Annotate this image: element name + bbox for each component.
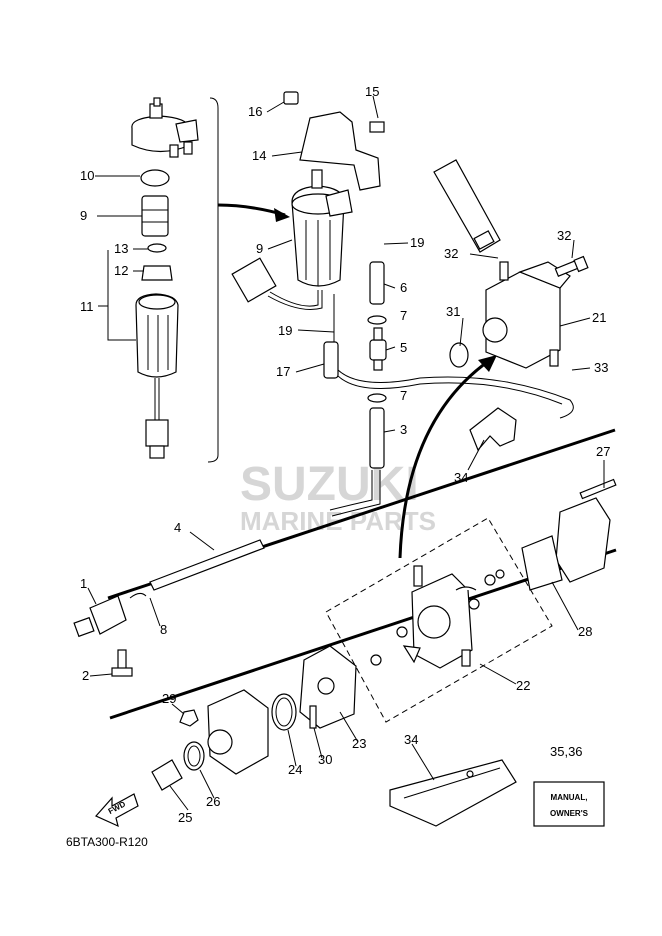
fuel-filter-assembly — [131, 97, 199, 459]
manual-label-line2: OWNER'S — [550, 809, 589, 818]
arrow-head — [274, 208, 290, 222]
callout-21: 22 — [516, 678, 530, 693]
callout-33: 34 — [454, 470, 468, 485]
callout-25: 26 — [206, 794, 220, 809]
callout-8: 8 — [160, 622, 167, 637]
callout-7-upper: 7 — [400, 308, 407, 323]
callout-9: 9 — [256, 241, 263, 256]
callout-2: 2 — [82, 668, 89, 683]
callout-26: 27 — [596, 444, 610, 459]
callout-4: 4 — [174, 520, 181, 535]
mechanical-fuel-pump — [151, 478, 617, 791]
callout-14: 13 — [114, 241, 128, 256]
callout-17: 16 — [248, 104, 262, 119]
callouts: 10 9 13 12 11 16 15 14 9 19 6 7 5 7 3 19… — [80, 84, 610, 825]
callout-11: 10 — [80, 168, 94, 183]
main-fuel-filter — [231, 91, 385, 345]
callout-23: 24 — [288, 762, 302, 777]
callout-20: 21 — [592, 310, 606, 325]
diagram-reference-code: 6BTA300-R120 — [66, 835, 148, 849]
callout-30: 31 — [446, 304, 460, 319]
callout-29: 30 — [318, 752, 332, 767]
callout-16: 15 — [365, 84, 379, 99]
group-bracket — [207, 97, 219, 463]
callout-5: 5 — [400, 340, 407, 355]
callout-12: 11 — [80, 299, 94, 314]
callout-6: 6 — [400, 280, 407, 295]
callout-10: 9 — [80, 208, 87, 223]
watermark-brand: SUZUKI — [240, 458, 419, 511]
callout-34: 34 — [404, 732, 418, 747]
leader-lines — [87, 95, 605, 811]
callout-28: 29 — [162, 691, 176, 706]
callout-19-lower: 19 — [278, 323, 292, 338]
callout-22: 23 — [352, 736, 366, 751]
callout-19-upper: 19 — [410, 235, 424, 250]
callout-15: 14 — [252, 148, 266, 163]
callout-7-lower: 7 — [400, 388, 407, 403]
callout-27: 28 — [578, 624, 592, 639]
callout-32-upper: 32 — [444, 246, 458, 261]
parts-bag — [389, 759, 517, 827]
lower-fuel-line — [73, 539, 265, 677]
forward-direction-indicator: FWD — [95, 793, 139, 828]
callout-35-36: 35,36 — [550, 744, 583, 759]
callout-18: 17 — [276, 364, 290, 379]
pump-arrow-head — [478, 355, 497, 372]
callout-32-lower: 33 — [594, 360, 608, 375]
callout-31: 32 — [557, 228, 571, 243]
pump-assembly-arrow — [398, 358, 491, 559]
callout-3: 3 — [400, 422, 407, 437]
fuel-hoses — [323, 261, 574, 517]
manual-label-line1: MANUAL, — [551, 793, 588, 802]
owners-manual: MANUAL, OWNER'S — [533, 781, 605, 827]
callout-1: 1 — [80, 576, 87, 591]
callout-24: 25 — [178, 810, 192, 825]
hose-clamp — [469, 407, 517, 452]
fuel-pump — [433, 159, 589, 369]
callout-13: 12 — [114, 263, 128, 278]
